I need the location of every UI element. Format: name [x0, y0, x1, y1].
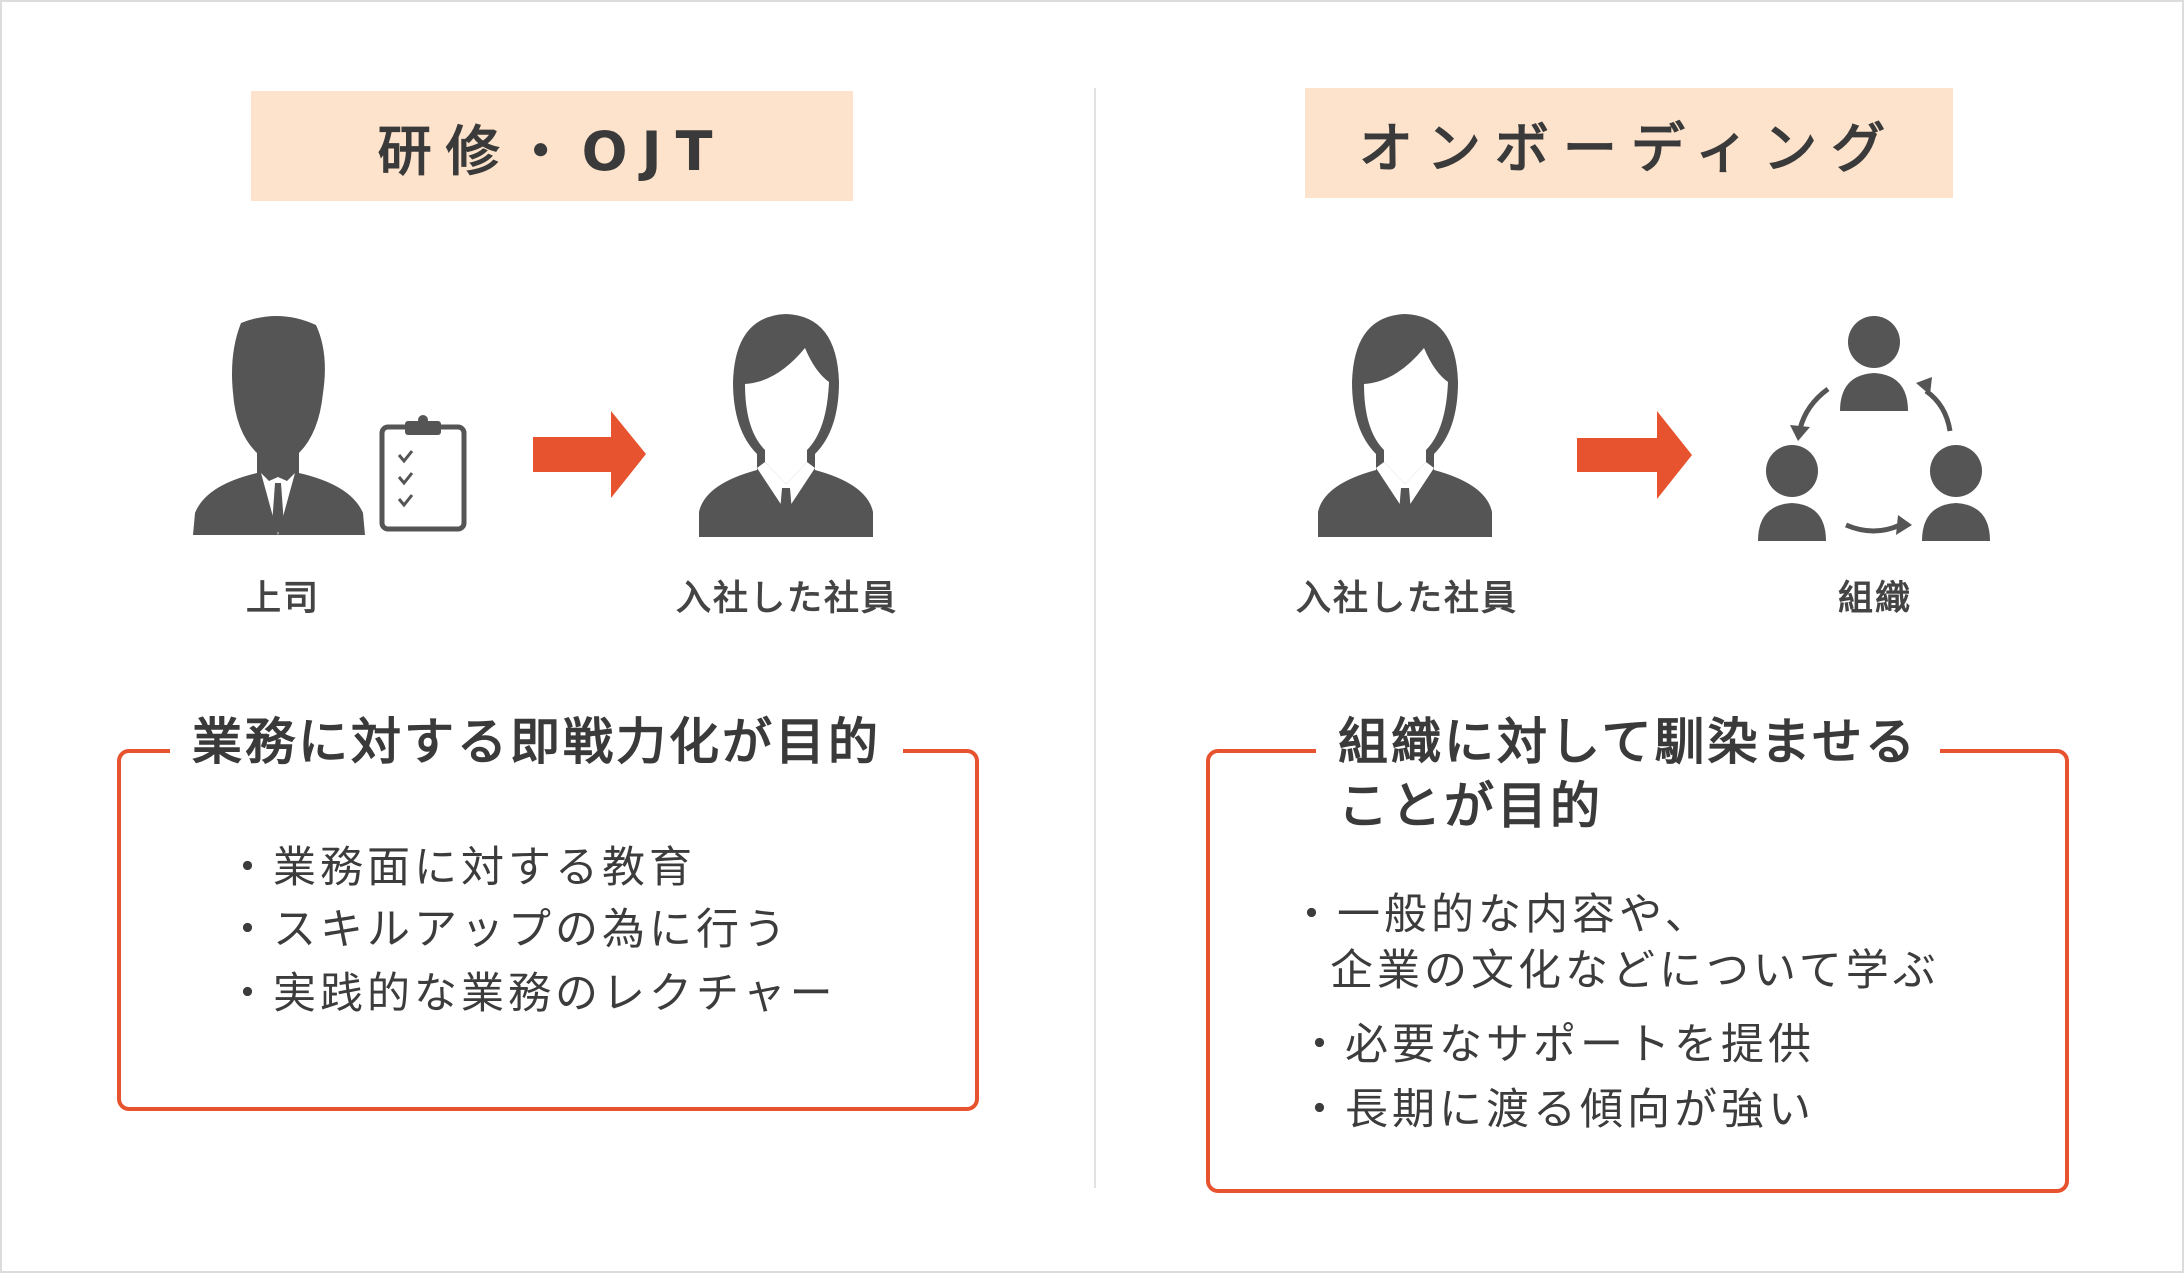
left-purpose-heading: 業務に対する即戦力化が目的: [170, 710, 903, 774]
left-to-label: 入社した社員: [675, 579, 899, 619]
right-heading-line-2: ことが目的: [1338, 777, 1603, 835]
left-bullet-3: ・実践的な業務のレクチャー: [226, 969, 837, 1019]
left-title-box: 研修・OJT: [251, 91, 853, 201]
right-bullet-1: ・一般的な内容や、: [1290, 890, 1712, 940]
right-heading-line-1: 組織に対して馴染ませる: [1338, 713, 1918, 771]
new-employee-icon: [1318, 314, 1492, 537]
right-bullet-2: ・必要なサポートを提供: [1298, 1020, 1815, 1070]
right-title: オンボーディング: [1358, 116, 1900, 180]
right-bullet-1-cont: 企業の文化などについて学ぶ: [1330, 946, 1940, 996]
right-arrow-right-icon: [1577, 411, 1692, 499]
clipboard-checklist-icon: [379, 415, 467, 532]
new-employee-icon: [699, 314, 873, 537]
right-bullet-3: ・長期に渡る傾向が強い: [1298, 1085, 1815, 1135]
right-purpose-heading: 組織に対して馴染ませる ことが目的: [1316, 710, 1940, 838]
organization-group-icon: [1758, 316, 1990, 541]
left-bullet-1: ・業務面に対する教育: [226, 843, 696, 893]
left-bullet-2: ・スキルアップの為に行う: [226, 905, 790, 955]
right-from-label: 入社した社員: [1295, 579, 1519, 619]
right-title-box: オンボーディング: [1305, 88, 1953, 198]
center-divider: [1094, 88, 1096, 1188]
left-from-label: 上司: [245, 579, 321, 619]
left-arrow-right-icon: [533, 411, 646, 498]
left-title: 研修・OJT: [377, 119, 727, 183]
right-to-label: 組織: [1837, 579, 1913, 619]
boss-person-icon: [193, 315, 365, 535]
